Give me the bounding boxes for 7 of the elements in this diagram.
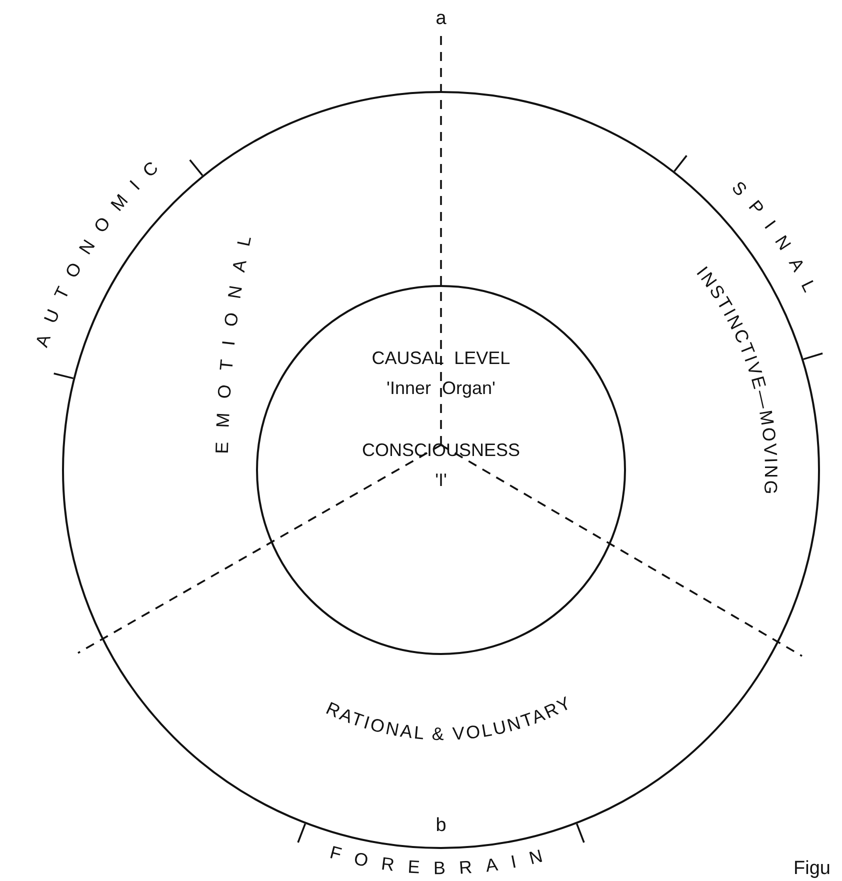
region-label: FOREBRAIN: [328, 842, 558, 878]
inner-circle: [256, 285, 626, 655]
axis-letter: b: [436, 815, 446, 837]
center-label: CONSCIOUSNESS 'I': [360, 439, 522, 492]
center-label: CAUSAL LEVEL 'Inner Organ': [370, 347, 512, 400]
axis-letter: a: [436, 8, 446, 30]
axis-letter: Figu: [794, 858, 830, 880]
